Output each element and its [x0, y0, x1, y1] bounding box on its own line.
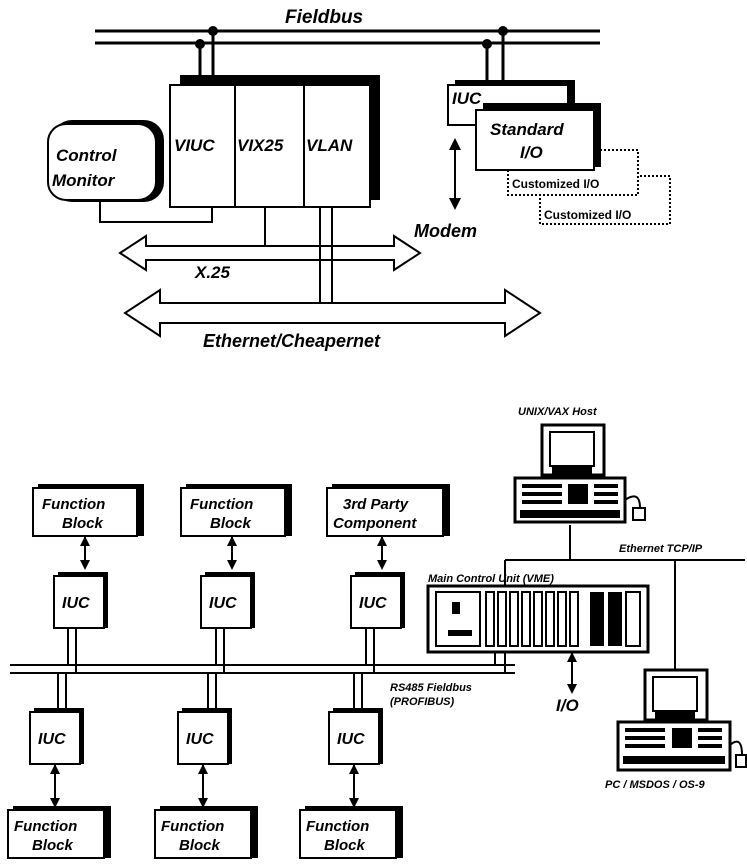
- bottom-network-diagram: RS485 Fieldbus (PROFIBUS) Function Block…: [8, 406, 746, 858]
- fieldbus-junction-1: [195, 39, 205, 49]
- customized-io-label-2: Customized I/O: [544, 208, 631, 222]
- upper-arrow-head-2b: [227, 536, 237, 546]
- rack-module-vix25: VIX25: [237, 136, 284, 155]
- fieldbus-junction-2: [208, 26, 218, 36]
- upper-arrow-head-3b: [377, 536, 387, 546]
- iuc-label: IUC: [452, 89, 482, 108]
- fieldbus-junction-3: [482, 39, 492, 49]
- ethernet-tcp-label: Ethernet TCP/IP: [619, 543, 703, 555]
- upper-arrow-head-3: [377, 560, 387, 570]
- lower-block-2-line1: Function: [161, 818, 224, 835]
- lower-block-3-line2: Block: [324, 837, 366, 854]
- host-label: UNIX/VAX Host: [518, 406, 598, 418]
- standard-io-label-1: Standard: [490, 120, 564, 139]
- lower-iuc-3-label: IUC: [337, 731, 365, 748]
- rack-module-viuc: VIUC: [174, 136, 215, 155]
- modem-arrow-head-up: [449, 138, 461, 150]
- upper-iuc-3-label: IUC: [359, 595, 387, 612]
- fieldbus-label: Fieldbus: [285, 7, 363, 28]
- lower-arrow-head-1b: [50, 764, 60, 774]
- upper-arrow-head-1b: [80, 536, 90, 546]
- modem-arrow-head-down: [449, 198, 461, 210]
- lower-block-1-line1: Function: [14, 818, 77, 835]
- upper-block-2-line1: Function: [190, 496, 253, 513]
- upper-iuc-1-label: IUC: [62, 595, 90, 612]
- top-architecture-diagram: Fieldbus VIUC VIX25 VLAN Control Monitor…: [48, 7, 670, 351]
- rack-module-vlan: VLAN: [306, 136, 353, 155]
- x25-arrow: [120, 236, 420, 270]
- pc-label: PC / MSDOS / OS-9: [605, 779, 706, 791]
- mcu-label: Main Control Unit (VME): [428, 573, 554, 585]
- rs485-label-1: RS485 Fieldbus: [390, 682, 472, 694]
- customized-io-label-1: Customized I/O: [512, 177, 599, 191]
- upper-arrow-head-2: [227, 560, 237, 570]
- control-monitor-label-2: Monitor: [52, 171, 116, 190]
- upper-block-3-line1: 3rd Party: [343, 496, 409, 513]
- upper-iuc-2-label: IUC: [209, 595, 237, 612]
- lower-block-2-line2: Block: [179, 837, 221, 854]
- main-control-unit-rack: [428, 586, 648, 652]
- control-monitor-label-1: Control: [56, 146, 118, 165]
- upper-block-1-line1: Function: [42, 496, 105, 513]
- x25-label: X.25: [194, 263, 231, 282]
- lower-block-1-line2: Block: [32, 837, 74, 854]
- lower-iuc-2-label: IUC: [186, 731, 214, 748]
- lower-arrow-head-3b: [349, 764, 359, 774]
- unix-host-computer-icon: [515, 425, 645, 522]
- upper-block-2-line2: Block: [210, 515, 252, 532]
- standard-io-label-2: I/O: [520, 143, 543, 162]
- ethernet-label: Ethernet/Cheapernet: [203, 331, 381, 351]
- upper-block-1-line2: Block: [62, 515, 104, 532]
- lower-iuc-1-label: IUC: [38, 731, 66, 748]
- lower-block-3-line1: Function: [306, 818, 369, 835]
- upper-arrow-head-1: [80, 560, 90, 570]
- io-label: I/O: [556, 696, 579, 715]
- fieldbus-junction-4: [498, 26, 508, 36]
- rs485-label-2: (PROFIBUS): [390, 696, 455, 708]
- modem-label: Modem: [414, 221, 477, 241]
- pc-computer-icon: [618, 670, 746, 770]
- lower-arrow-head-2b: [198, 764, 208, 774]
- upper-block-3-line2: Component: [333, 515, 417, 532]
- io-arrow-head-down: [567, 684, 577, 694]
